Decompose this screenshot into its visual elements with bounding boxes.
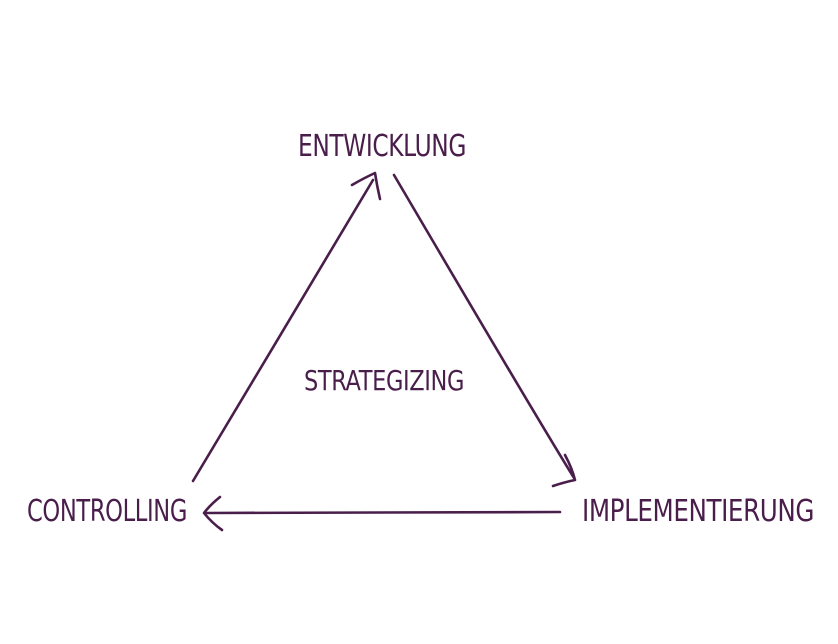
arrow-head-up-icon <box>350 171 382 201</box>
edge-line <box>204 510 562 515</box>
edge-entwicklung-to-implementierung <box>392 173 577 488</box>
edge-line <box>191 178 375 483</box>
node-implementierung: IMPLEMENTIERUNG <box>582 494 814 529</box>
node-controlling: CONTROLLING <box>27 494 187 529</box>
node-entwicklung: ENTWICKLUNG <box>298 129 466 164</box>
edge-controlling-to-entwicklung <box>191 171 382 483</box>
edge-line <box>392 173 576 480</box>
edge-implementierung-to-controlling <box>202 495 562 532</box>
arrow-head-left-icon <box>202 495 224 532</box>
arrow-head-down-icon <box>551 453 577 488</box>
center-label-strategizing: STRATEGIZING <box>304 364 464 397</box>
